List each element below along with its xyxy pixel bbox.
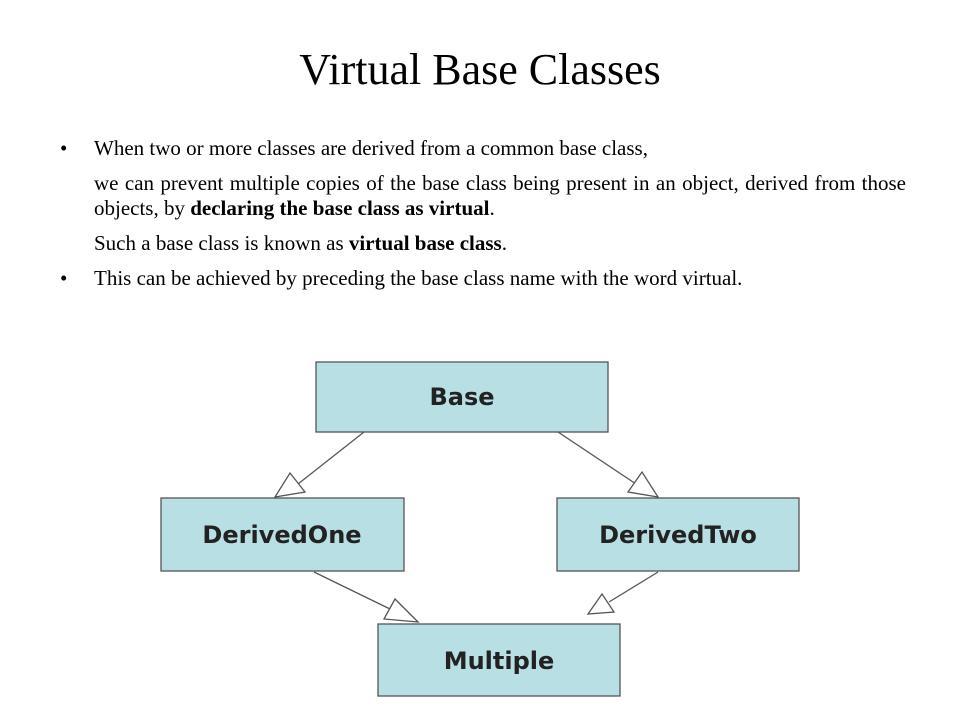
paragraph-virtual-base-class: Such a base class is known as virtual ba… xyxy=(60,231,906,256)
box-multiple-label: Multiple xyxy=(444,647,555,675)
connector-base-to-derivedone xyxy=(273,431,365,498)
para-2-text: we can prevent multiple copies of the ba… xyxy=(94,171,906,220)
connector-derivedone-to-multiple xyxy=(313,571,420,623)
box-derived-one: DerivedOne xyxy=(160,497,405,572)
box-derived-one-label: DerivedOne xyxy=(202,521,361,549)
slide-title: Virtual Base Classes xyxy=(299,45,661,94)
box-base-label: Base xyxy=(429,383,494,411)
connector-base-to-derivedtwo xyxy=(557,431,660,498)
box-derived-two-label: DerivedTwo xyxy=(599,521,757,549)
bullet-1-text: When two or more classes are derived fro… xyxy=(94,136,648,160)
bullet-marker: • xyxy=(60,266,68,290)
para-3-text: Such a base class is known as xyxy=(94,231,349,255)
bullet-list: • When two or more classes are derived f… xyxy=(60,136,906,291)
para-3-end: . xyxy=(501,231,507,255)
box-derived-two: DerivedTwo xyxy=(556,497,800,572)
bullet-marker: • xyxy=(60,136,68,160)
para-2-bold: declaring the base class as virtual xyxy=(190,196,490,220)
paragraph-virtual-declaration: we can prevent multiple copies of the ba… xyxy=(60,171,906,221)
bullet-item-2: • This can be achieved by preceding the … xyxy=(60,266,906,291)
bullet-item-1: • When two or more classes are derived f… xyxy=(60,136,906,161)
para-2-end: . xyxy=(489,196,495,220)
para-3-bold: virtual base class xyxy=(348,231,502,255)
connector-derivedtwo-to-multiple xyxy=(586,571,659,615)
box-multiple: Multiple xyxy=(377,623,621,697)
box-base: Base xyxy=(315,361,609,433)
bullet-2-text: This can be achieved by preceding the ba… xyxy=(94,266,743,290)
